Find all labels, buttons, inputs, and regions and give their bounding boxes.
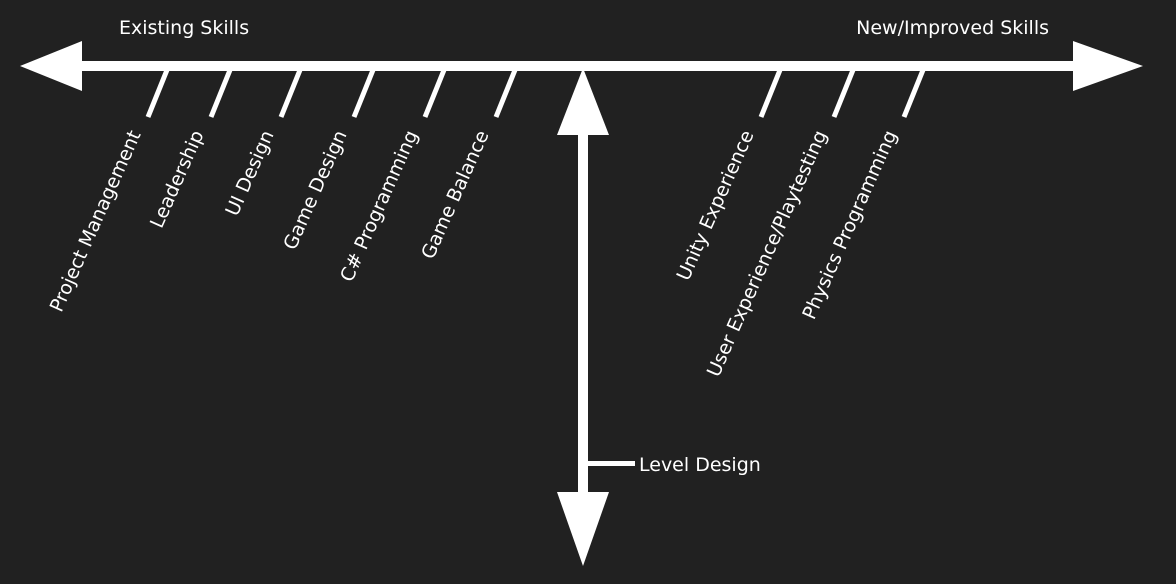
skill-tick (208, 69, 233, 118)
new-skills-heading: New/Improved Skills (856, 17, 1049, 39)
up-arrowhead-icon (557, 68, 609, 135)
skill-label: UI Design (221, 127, 278, 219)
skill-label: Unity Experience (673, 127, 759, 284)
skill-tick (351, 69, 376, 118)
down-arrowhead-icon (557, 492, 609, 566)
horizontal-axis-line (78, 61, 1078, 71)
left-arrowhead-icon (20, 41, 82, 91)
skill-tick (278, 69, 303, 118)
skill-label: Game Design (279, 127, 351, 253)
skill-tick (493, 69, 518, 118)
existing-skills-heading: Existing Skills (119, 17, 249, 39)
skill-tick (901, 69, 926, 118)
skill-label: Project Management (46, 127, 146, 315)
skill-tick (758, 69, 783, 118)
skill-label: Leadership (146, 127, 209, 231)
vertical-axis-line (578, 130, 588, 496)
level-design-tick (588, 461, 635, 466)
skill-tick (145, 69, 170, 118)
skill-label: C# Programming (336, 127, 423, 285)
level-design-label: Level Design (639, 454, 761, 476)
right-arrowhead-icon (1073, 41, 1143, 91)
skill-label: Game Balance (417, 127, 493, 262)
skill-tick (422, 69, 447, 118)
skill-tick (831, 69, 856, 118)
